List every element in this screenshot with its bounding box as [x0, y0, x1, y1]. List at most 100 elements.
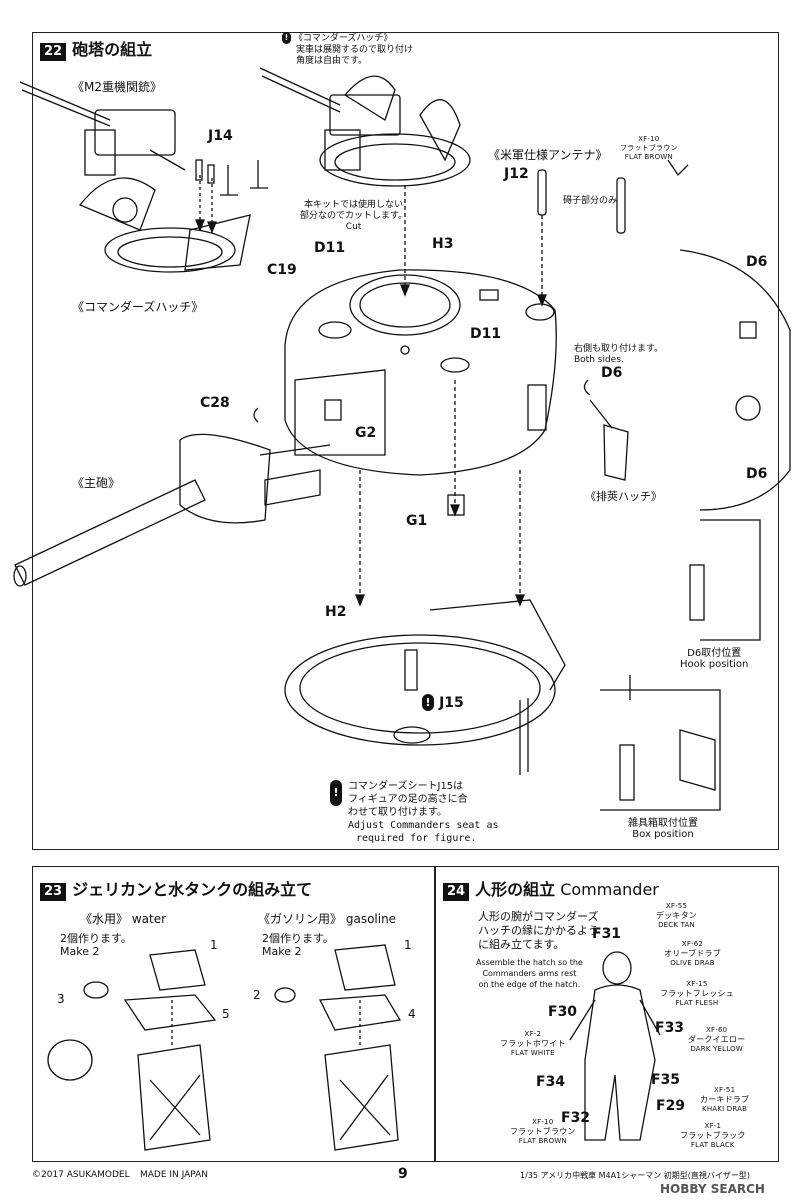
part-f34: F34 [536, 1074, 566, 1090]
part-f31: F31 [592, 926, 622, 942]
seat-note-jp-3: わせて取り付けます。 [348, 807, 447, 818]
part-f30: F30 [548, 1004, 578, 1020]
paint-en: FLAT FLESH [675, 999, 719, 1007]
make-en: Make 2 [262, 945, 302, 958]
cut-note-1: 本キットでは使用しない [304, 200, 404, 210]
part-j15-callout: ! J15 [422, 692, 464, 711]
part-f33: F33 [655, 1020, 685, 1036]
m2-body [94, 109, 176, 156]
paint-code: XF-2 [524, 1030, 542, 1038]
hatch-ring-left [104, 227, 236, 273]
seat-note-jp-2: フィギュアの足の高さに合 [348, 794, 468, 805]
paint-en: FLAT BROWN [518, 1137, 567, 1145]
water-label-en: water [131, 912, 167, 926]
paint-xf2: XF-2 フラットホワイト FLAT WHITE [500, 1030, 566, 1057]
cut-note: 本キットでは使用しない 部分なのでカットします。 Cut [300, 200, 407, 233]
part-f29: F29 [656, 1098, 686, 1114]
part-c28: C28 [200, 395, 230, 411]
gas-label-en: gasoline [345, 912, 397, 926]
product-name: 1/35 アメリカ中戦車 M4A1シャーマン 初期型(直視バイザー型) [520, 1171, 750, 1180]
warning-icon: ! [422, 694, 434, 711]
warning-icon: ! [330, 780, 342, 806]
step-title: 砲塔の組立 [72, 40, 153, 59]
paint-xf55: XF-55 デッキタン DECK TAN [656, 902, 697, 929]
hatch-lid-left [78, 177, 156, 231]
turret-body [284, 269, 557, 476]
water-make-note: 2個作ります。 Make 2 [60, 932, 132, 958]
both-sides-jp: 右側も取り付けます。 [574, 344, 664, 354]
step22-panel [32, 32, 779, 850]
paint-jp: フラットブラウン [510, 1127, 576, 1136]
turret-ring-h2 [284, 634, 556, 746]
part-j14: J14 [208, 128, 233, 144]
paint-xf15: XF-15 フラットフレッシュ FLAT FLESH [660, 980, 734, 1007]
paint-jp: オリーブドラブ [664, 949, 721, 958]
paint-xf62: XF-62 オリーブドラブ OLIVE DRAB [664, 940, 721, 967]
paint-en: FLAT BLACK [690, 1141, 735, 1149]
part-d6-bottom: D6 [746, 466, 768, 482]
make-en: Make 2 [60, 945, 100, 958]
callout-1-water: 1 [210, 938, 218, 952]
antenna-label: 《米軍仕様アンテナ》 [488, 148, 608, 162]
paint-jp: デッキタン [656, 911, 697, 920]
step-title-en: Commander [560, 880, 659, 899]
gas-label: 《ガソリン用》 gasoline [258, 910, 396, 927]
figure-note-jp-3: に組み立てます。 [478, 938, 565, 951]
paint-xf10: XF-10 フラットブラウン FLAT BROWN [510, 1118, 576, 1145]
paint-code: XF-60 [706, 1026, 728, 1034]
figure-note-jp-1: 人形の腕がコマンダーズ [478, 910, 599, 923]
make-jp: 2個作ります。 [60, 932, 132, 945]
cut-note-en: Cut [345, 222, 362, 232]
paint-jp: フラットフレッシュ [660, 989, 734, 998]
part-h2: H2 [325, 604, 347, 620]
part-h3: H3 [432, 236, 454, 252]
figure-note-jp: 人形の腕がコマンダーズ ハッチの縁にかかるよう に組み立てます。 [478, 910, 599, 952]
paint-xf60: XF-60 ダークイエロー DARK YELLOW [688, 1026, 745, 1053]
step-number: 23 [40, 883, 67, 901]
step-number: 24 [443, 883, 470, 901]
box-jp: 雑具箱取付位置 [628, 818, 698, 829]
watermark: HOBBY SEARCH [660, 1182, 765, 1196]
figure-body [584, 984, 656, 1141]
page-number: 9 [398, 1166, 408, 1182]
hook-position-note: D6取付位置 Hook position [680, 648, 748, 670]
water-can [137, 1044, 211, 1151]
part-g2: G2 [355, 425, 377, 441]
paint-en: DECK TAN [658, 921, 695, 929]
paint-code: XF-62 [681, 940, 704, 948]
both-sides-note: 右側も取り付けます。 Both sides. [574, 344, 663, 366]
step-title: 人形の組立 [475, 880, 556, 899]
exhaust-hatch-label: 《排莢ハッチ》 [585, 490, 662, 503]
callout-1-gas: 1 [404, 938, 412, 952]
step24-panel [435, 866, 779, 1162]
seat-note-en-1: Adjust Commanders seat as [348, 820, 499, 831]
paint-en: FLAT WHITE [510, 1049, 555, 1057]
figure-note-jp-2: ハッチの縁にかかるよう [478, 924, 599, 937]
commander-hatch-note-1: 実車は展開するので取り付け [296, 44, 414, 55]
part-d6-center: D6 [601, 365, 623, 381]
paint-code: XF-51 [713, 1086, 736, 1094]
water-label-jp: 《水用》 [80, 912, 129, 926]
box-position-note: 雑具箱取付位置 Box position [628, 818, 698, 840]
part-d6-top: D6 [746, 254, 768, 270]
paint-xf10-step22: XF-10 フラットブラウン FLAT BROWN [620, 135, 678, 161]
paint-en: FLAT BROWN [624, 153, 673, 161]
paint-xf1: XF-1 フラットブラック FLAT BLACK [680, 1122, 746, 1149]
seat-note-en-2: required for figure. [356, 833, 477, 844]
paint-en: OLIVE DRAB [670, 959, 715, 967]
figure-head [602, 951, 632, 985]
commander-hatch-note-2: 角度は自由です。 [296, 55, 368, 66]
paint-xf51: XF-51 カーキドラブ KHAKI DRAB [700, 1086, 749, 1113]
callout-5-water: 5 [222, 1007, 230, 1021]
step-number: 22 [40, 43, 67, 61]
gun-mantlet [179, 433, 271, 524]
part-f32: F32 [561, 1110, 591, 1126]
paint-code: XF-10 [532, 1118, 554, 1126]
figure-note-en: Assemble the hatch so the Commanders arm… [476, 957, 583, 990]
paint-jp: ダークイエロー [688, 1035, 746, 1044]
copyright: ©2017 ASUKAMODEL [32, 1170, 130, 1180]
made-in: MADE IN JAPAN [140, 1170, 209, 1180]
gas-can [324, 1044, 399, 1151]
